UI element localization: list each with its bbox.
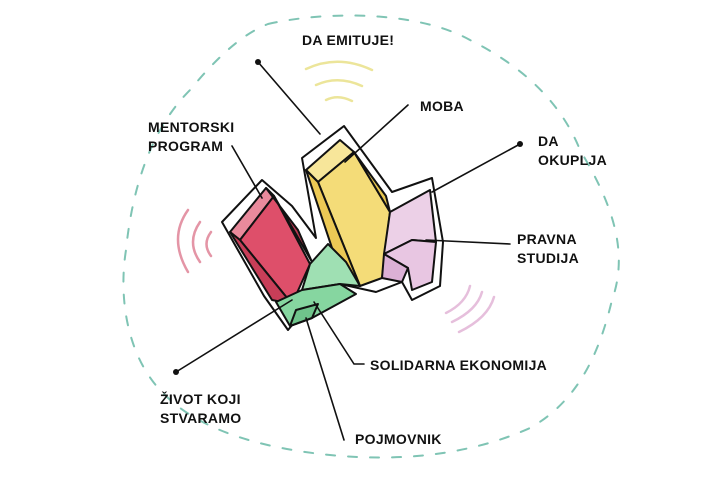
leader-da-okuplja: [431, 143, 521, 193]
sound-waves-top: [304, 60, 374, 103]
label-moba: MOBA: [420, 98, 464, 114]
dot-da-okuplja: [517, 141, 523, 147]
leader-zivot: [175, 299, 293, 373]
leader-mentorski: [231, 145, 263, 199]
label-zivot-koji-stvaramo: ŽIVOT KOJI STVARAMO: [160, 391, 242, 426]
leader-pravna: [425, 239, 511, 245]
sound-waves-right: [444, 284, 496, 334]
block-mentorski-program: [229, 187, 313, 305]
dot-da-emituje: [255, 59, 261, 65]
leader-solidarna: [313, 301, 365, 365]
sound-waves-left: [176, 208, 213, 274]
block-pravna-studija: [381, 189, 437, 291]
dot-zivot: [173, 369, 179, 375]
label-da-okuplja: DA OKUPLJA: [538, 133, 607, 168]
label-mentorski-program: MENTORSKI PROGRAM: [148, 119, 235, 154]
leader-pojmovnik: [305, 317, 345, 441]
label-da-emituje: DA EMITUJE!: [302, 32, 395, 48]
leader-da-emituje: [257, 61, 321, 135]
leader-dots: [173, 59, 523, 375]
label-pojmovnik: POJMOVNIK: [355, 431, 442, 447]
dashed-cloud-outline: [122, 14, 620, 459]
leader-lines: [175, 61, 521, 441]
label-solidarna-ekonomija: SOLIDARNA EKONOMIJA: [370, 357, 548, 373]
leader-moba: [344, 104, 409, 163]
label-pravna-studija: PRAVNA STUDIJA: [517, 231, 579, 266]
